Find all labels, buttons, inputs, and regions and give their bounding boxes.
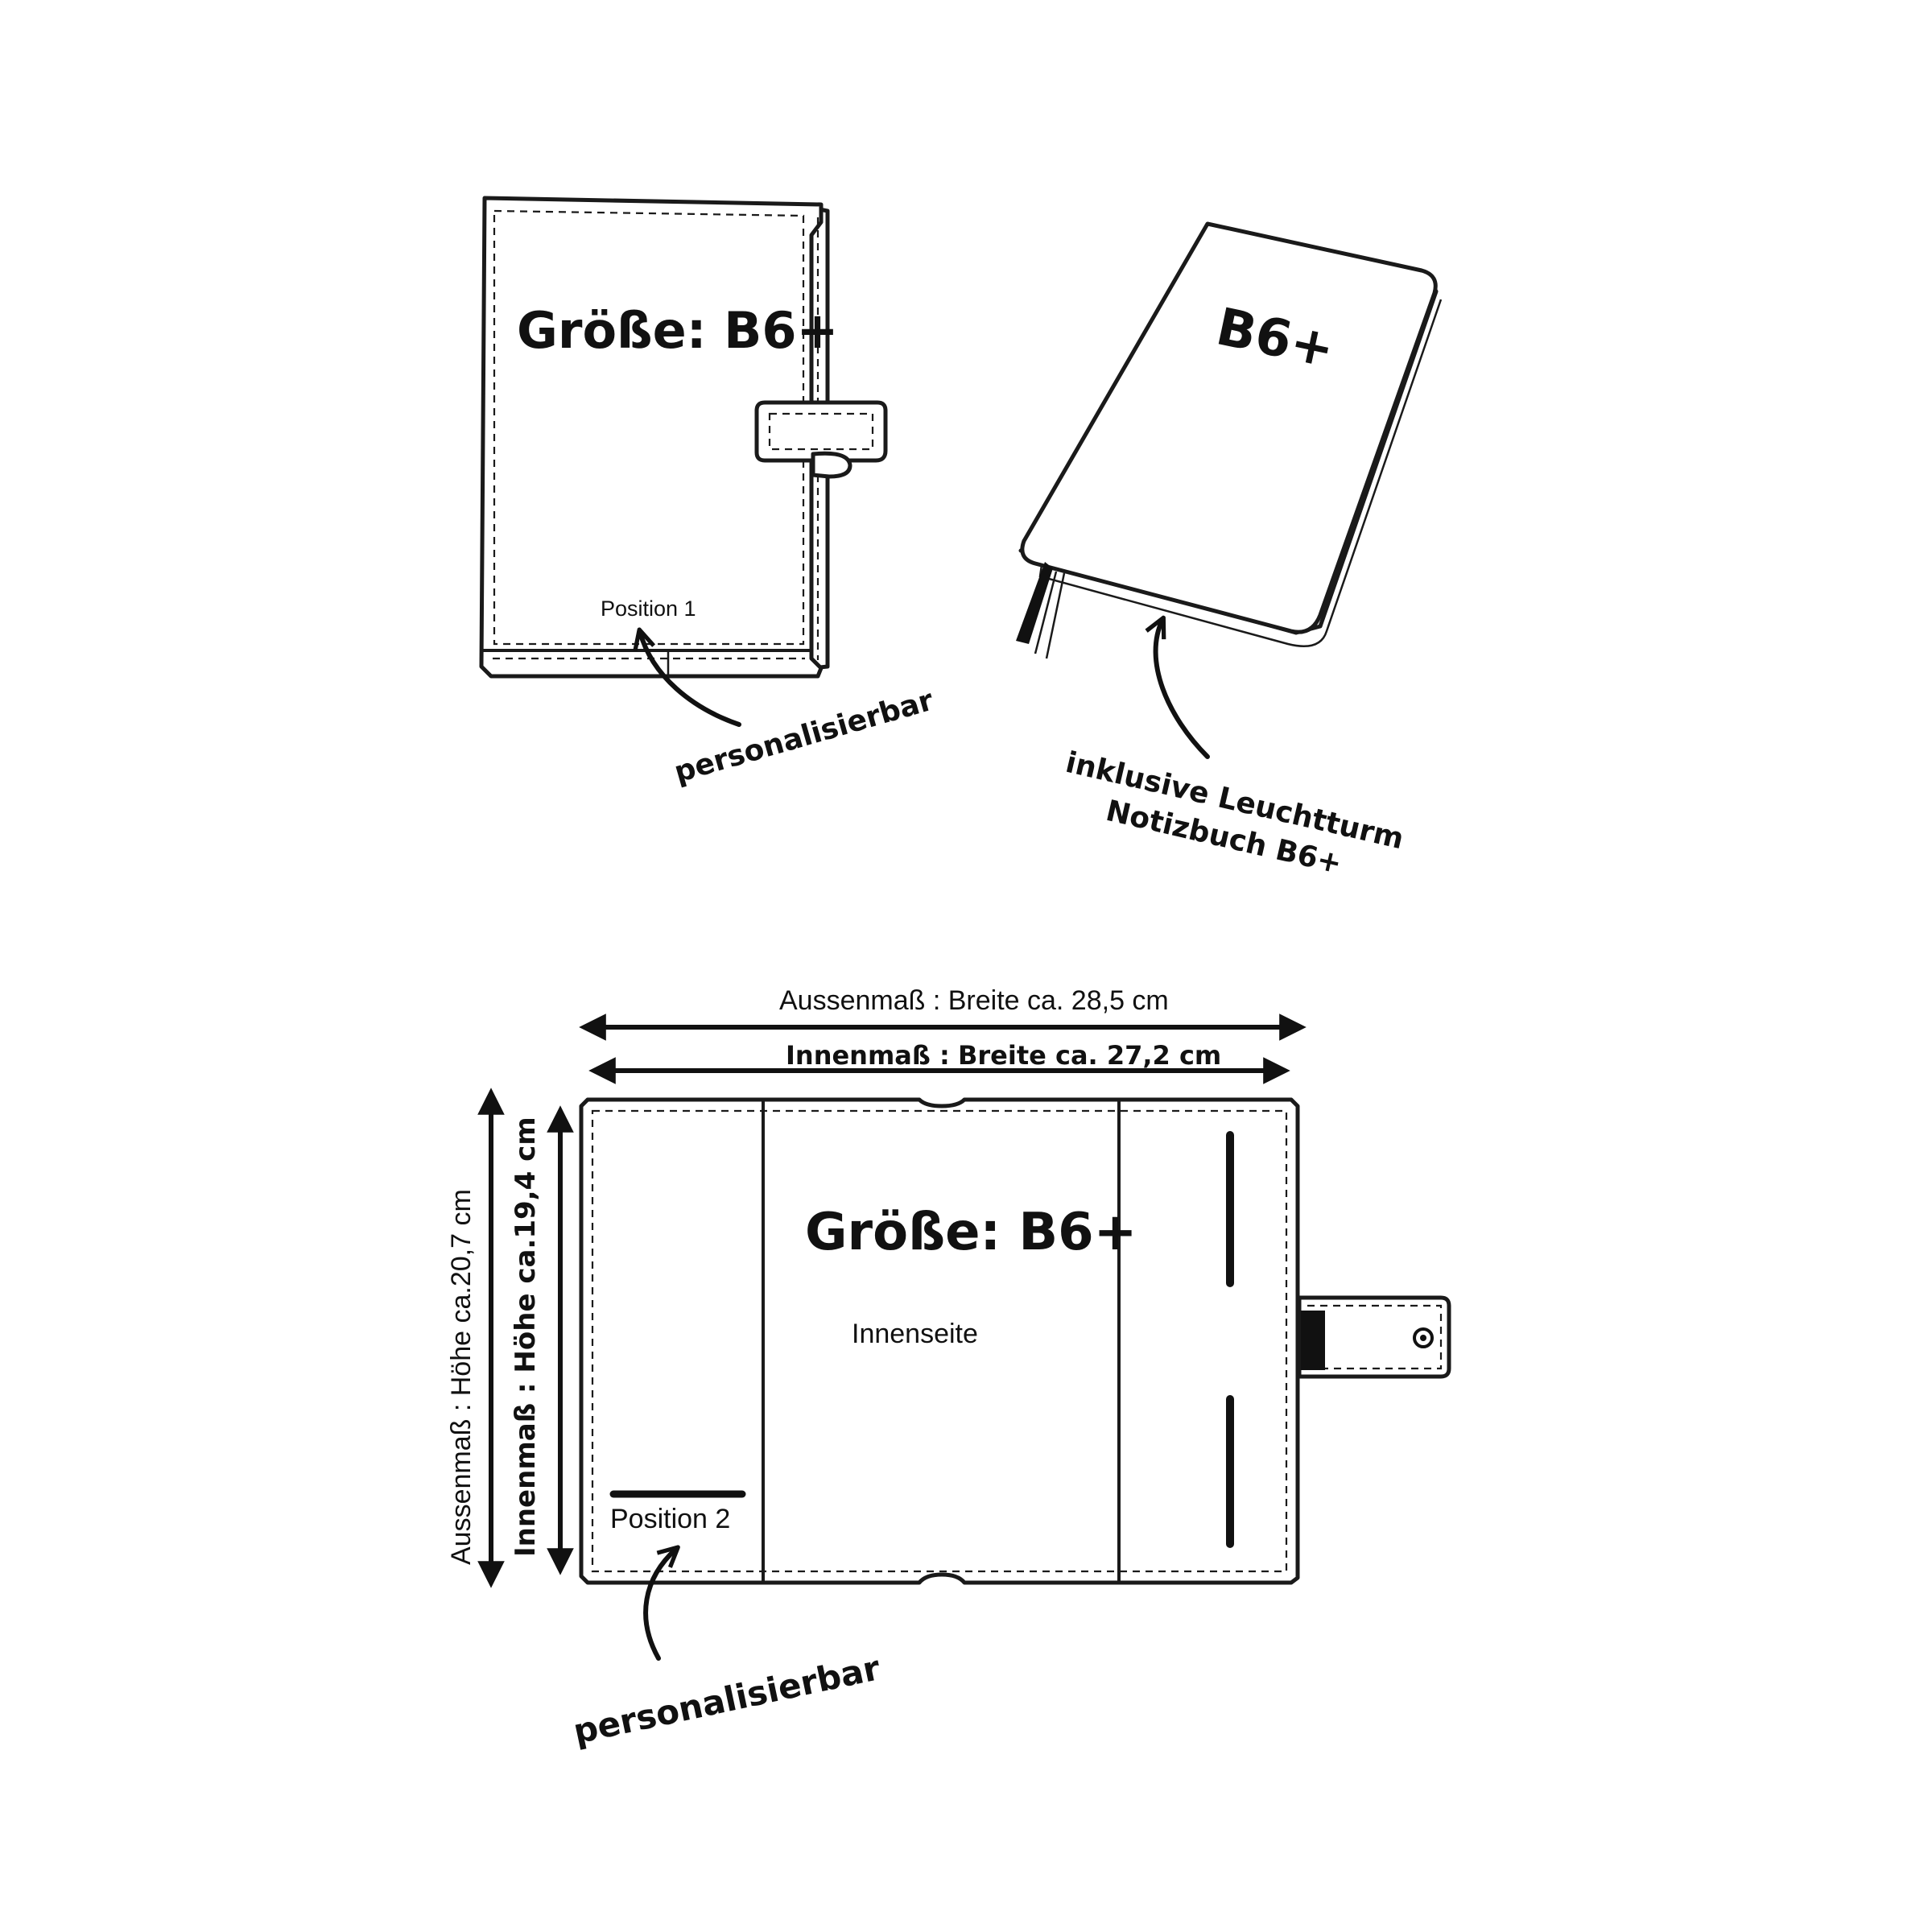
inner-width-value: Breite ca. 27,2 cm [958, 1040, 1221, 1071]
notebook-drawing [1016, 221, 1443, 659]
closed-cover-drawing [479, 196, 888, 679]
position-2-label: Position 2 [610, 1504, 730, 1534]
outer-width-label: Aussenmaß : Breite ca. 28,5 cm [779, 985, 1169, 1016]
position-1-arrow [633, 627, 741, 727]
open-cover-drawing [579, 1097, 1451, 1585]
position-2-callout: personalisierbar [570, 1648, 884, 1752]
inner-side-label: Innenseite [852, 1319, 978, 1349]
notebook-arrow [1145, 615, 1210, 759]
position-1-label: Position 1 [601, 597, 696, 621]
strap-clasp [754, 400, 888, 479]
inner-width-label: Innenmaß : [786, 1040, 950, 1071]
open-cover-size-label: Größe: B6+ [805, 1203, 1137, 1262]
inner-height-label: Innenmaß : Höhe ca.19,4 cm [510, 1117, 542, 1557]
position-2-arrow [643, 1545, 680, 1661]
outer-height-label: Aussenmaß : Höhe ca.20,7 cm [446, 1189, 477, 1565]
position-1-callout: personalisierbar [671, 684, 937, 790]
closed-cover-size-label: Größe: B6+ [517, 301, 838, 360]
